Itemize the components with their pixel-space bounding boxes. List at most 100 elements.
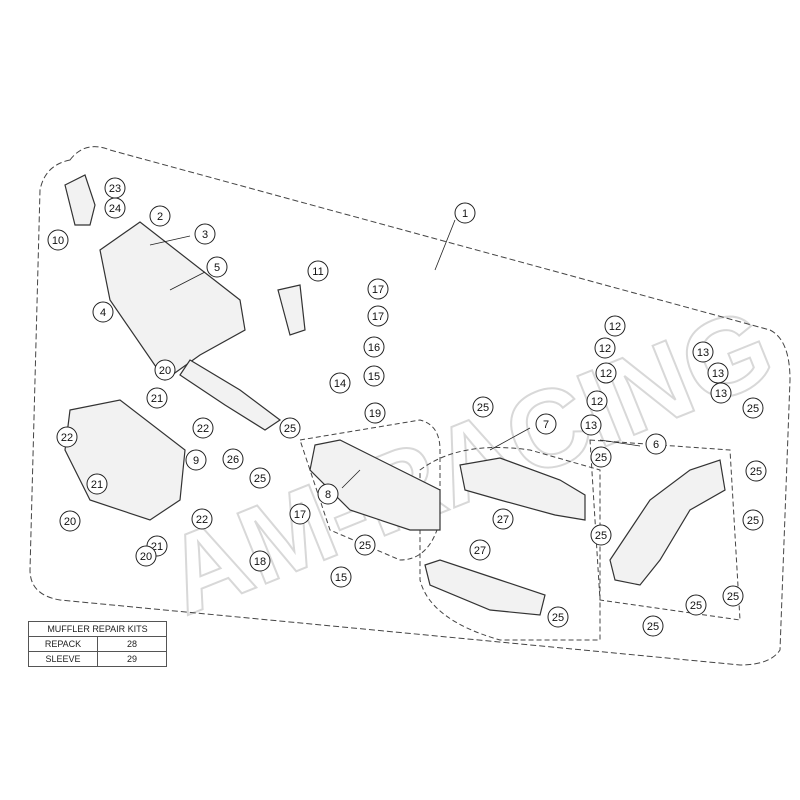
callout-25: 25 [249,467,271,489]
repair-kits-title: MUFFLER REPAIR KITS [28,621,167,637]
callout-number: 25 [647,621,659,633]
callout-1: 1 [454,202,476,224]
callout-13: 13 [710,382,732,404]
callout-24: 24 [104,197,126,219]
callout-number: 2 [157,211,163,223]
callout-21: 21 [86,473,108,495]
callout-number: 9 [193,455,199,467]
table-row: REPACK 28 [28,636,167,652]
callout-number: 27 [497,514,509,526]
callout-number: 19 [369,408,381,420]
callout-number: 8 [325,489,331,501]
kit-boundary [29,146,791,666]
callout-number: 25 [747,403,759,415]
bracket-part [277,284,306,336]
callout-25: 25 [745,460,767,482]
callout-number: 25 [254,473,266,485]
callout-20: 20 [154,359,176,381]
callout-16: 16 [363,336,385,358]
callout-number: 24 [109,203,121,215]
kit-name: SLEEVE [28,651,98,667]
callout-20: 20 [59,510,81,532]
callout-number: 25 [359,540,371,552]
callout-12: 12 [604,315,626,337]
callout-5: 5 [206,256,228,278]
kit-code: 28 [97,636,167,652]
callout-9: 9 [185,449,207,471]
callout-number: 17 [372,311,384,323]
callout-number: 12 [591,396,603,408]
callout-17: 17 [289,503,311,525]
leader-lines [149,219,641,489]
callout-number: 22 [197,423,209,435]
callout-number: 25 [690,600,702,612]
callout-number: 25 [595,530,607,542]
callout-number: 11 [312,266,323,278]
callout-number: 22 [196,514,208,526]
callout-number: 15 [335,572,347,584]
link-pipe-7-upper [459,457,586,521]
callout-17: 17 [367,278,389,300]
callout-number: 1 [462,208,468,220]
callout-number: 21 [151,393,163,405]
callout-13: 13 [580,414,602,436]
callout-12: 12 [594,337,616,359]
callout-3: 3 [194,223,216,245]
callout-number: 14 [334,378,346,390]
heat-shield-part [64,399,186,521]
callout-number: 26 [227,454,239,466]
kit-code: 29 [97,651,167,667]
callout-27: 27 [469,539,491,561]
kit-name: REPACK [28,636,98,652]
callout-number: 7 [543,419,549,431]
sub-boundary-6 [589,439,741,621]
callout-25: 25 [590,446,612,468]
callout-number: 13 [715,388,727,400]
callout-number: 4 [100,307,106,319]
callout-21: 21 [146,387,168,409]
table-row: SLEEVE 29 [28,651,167,667]
callout-number: 18 [254,556,266,568]
callout-4: 4 [92,301,114,323]
callout-number: 21 [91,479,103,491]
callout-number: 25 [552,612,564,624]
link-pipe-7-lower [424,559,546,616]
link-pipe-part [309,439,441,531]
callout-number: 20 [140,551,152,563]
sub-boundary-7 [419,447,601,641]
callout-23: 23 [104,177,126,199]
callout-19: 19 [364,402,386,424]
callout-number: 17 [372,284,384,296]
callout-number: 6 [653,439,659,451]
callout-number: 12 [600,368,612,380]
callout-25: 25 [722,585,744,607]
callout-25: 25 [742,509,764,531]
callout-10: 10 [47,229,69,251]
callout-26: 26 [222,448,244,470]
callout-22: 22 [56,426,78,448]
callout-13: 13 [692,341,714,363]
callout-number: 25 [284,423,296,435]
callout-number: 25 [595,452,607,464]
callout-18: 18 [249,550,271,572]
callout-number: 17 [294,509,306,521]
callout-number: 25 [750,466,762,478]
callout-20: 20 [135,545,157,567]
callout-number: 25 [477,402,489,414]
callout-number: 13 [697,347,709,359]
callout-number: 15 [368,371,380,383]
callout-7: 7 [535,413,557,435]
callout-25: 25 [472,396,494,418]
callout-number: 13 [585,420,597,432]
header-pipes-part [609,459,726,586]
callout-number: 25 [727,591,739,603]
callout-12: 12 [586,390,608,412]
sub-boundary-8 [299,419,441,561]
callout-6: 6 [645,433,667,455]
callout-12: 12 [595,362,617,384]
callout-number: 12 [609,321,621,333]
callout-25: 25 [642,615,664,637]
callout-15: 15 [363,365,385,387]
